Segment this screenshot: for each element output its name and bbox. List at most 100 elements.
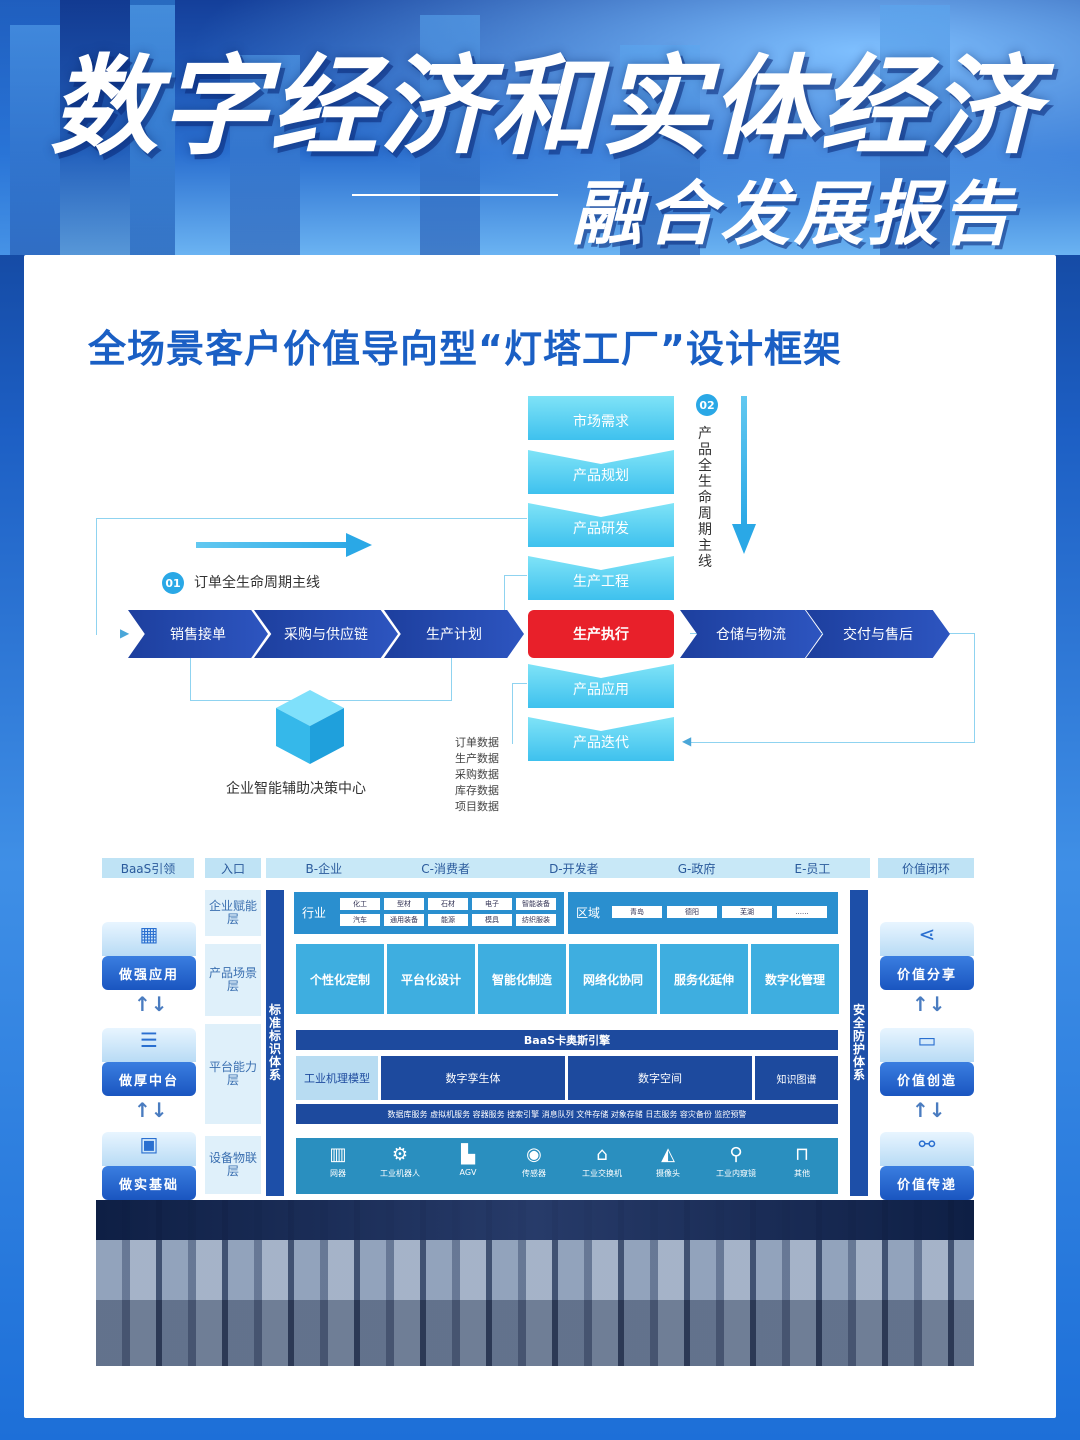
region-item: 青岛 — [612, 906, 662, 918]
endoscope-icon: ⚲ — [729, 1144, 743, 1165]
industry-item: 石材 — [428, 898, 468, 910]
share-icon: ⋖ — [880, 922, 974, 956]
arrow-left-icon: ◀ — [682, 734, 692, 748]
device-label: 网器 — [330, 1169, 346, 1178]
region-label: 区域 — [576, 906, 601, 920]
agv-icon: ▙ — [461, 1144, 475, 1165]
connector-line — [504, 575, 527, 634]
region-item: ...... — [777, 906, 827, 918]
industry-item: 纺织服装 — [516, 914, 556, 926]
order-arrow-head-icon — [346, 533, 372, 557]
device-label: 传感器 — [522, 1169, 546, 1178]
switch-icon: ⌂ — [596, 1144, 608, 1165]
value-create-button: 价值创造 — [880, 1062, 974, 1096]
baas-header: BaaS引领 — [102, 858, 194, 878]
industry-item: 模具 — [472, 914, 512, 926]
data-list: 订单数据 生产数据 采购数据 库存数据 项目数据 — [455, 735, 499, 815]
product-badge: 02 — [696, 394, 718, 416]
data-item: 生产数据 — [455, 752, 499, 765]
device-sensor: ◉传感器 — [492, 1142, 576, 1190]
devices-panel — [296, 1138, 838, 1194]
entry-item: G-政府 — [677, 861, 716, 876]
platform-cell: 工业机理模型 — [296, 1056, 378, 1100]
main-subtitle: 融合发展报告 — [572, 173, 1016, 255]
scenario-cell: 服务化延伸 — [660, 944, 748, 1014]
device-label: 工业机器人 — [380, 1169, 420, 1178]
device-robot: ⚙ 工业机器人 — [358, 1142, 442, 1190]
stage-product-application: 产品应用 — [528, 664, 674, 708]
standard-system-bar: 标准标识体系 — [266, 890, 284, 1196]
entry-item: D-开发者 — [549, 861, 599, 876]
value-share-button: 价值分享 — [880, 956, 974, 990]
building-shape — [10, 25, 60, 255]
apps-grid-icon: ▦ — [102, 922, 196, 956]
building-shape — [620, 45, 700, 255]
industry-item: 智能装备 — [516, 898, 556, 910]
cube-icon — [276, 690, 344, 764]
section-title: 全场景客户价值导向型“灯塔工厂”设计框架 — [88, 327, 842, 371]
scenario-cell: 个性化定制 — [296, 944, 384, 1014]
entry-item: E-员工 — [794, 861, 831, 876]
layer-enterprise: 企业赋能层 — [205, 890, 261, 936]
chevron-procurement: 采购与供应链 — [254, 610, 398, 658]
solidify-foundation-button: 做实基础 — [102, 1166, 196, 1200]
main-title: 数字经济和实体经济 — [49, 45, 1040, 170]
device-label: 工业内窥镜 — [716, 1169, 756, 1178]
factory-photo-top — [96, 1200, 974, 1240]
data-item: 项目数据 — [455, 800, 499, 813]
header-banner — [0, 0, 1080, 255]
title-divider — [352, 194, 558, 196]
strengthen-apps-button: 做强应用 — [102, 956, 196, 990]
industry-item: 通用装备 — [384, 914, 424, 926]
standard-system-label: 标准标识体系 — [268, 1003, 281, 1082]
device-label: 摄像头 — [656, 1169, 680, 1178]
scenario-cell: 平台化设计 — [387, 944, 475, 1014]
device-switch: ⌂ 工业交换机 — [560, 1142, 644, 1190]
device-label: 工业交换机 — [582, 1169, 622, 1178]
entry-header: 入口 — [205, 858, 261, 878]
camera-icon: ◭ — [661, 1144, 675, 1165]
layer-iot: 设备物联层 — [205, 1136, 261, 1194]
baas-engine-bar: BaaS卡奥斯引擎 — [296, 1030, 838, 1050]
data-item: 采购数据 — [455, 768, 499, 781]
region-item: 德阳 — [667, 906, 717, 918]
value-loop-header: 价值闭环 — [878, 858, 974, 878]
services-bar: 数据库服务 虚拟机服务 容器服务 搜索引擎 消息队列 文件存储 对象存储 日志服… — [296, 1104, 838, 1124]
data-item: 订单数据 — [455, 736, 499, 749]
industry-item: 化工 — [340, 898, 380, 910]
entry-item: B-企业 — [305, 861, 343, 876]
robot-arm-icon: ⚙ — [391, 1144, 409, 1165]
thicken-platform-button: 做厚中台 — [102, 1062, 196, 1096]
building-shape — [880, 5, 950, 255]
industry-item: 能源 — [428, 914, 468, 926]
entry-bar: B-企业 C-消费者 D-开发者 G-政府 E-员工 — [266, 858, 870, 878]
device-camera: ◭ 摄像头 — [626, 1142, 710, 1190]
chevron-production-plan: 生产计划 — [384, 610, 524, 658]
router-icon: ▥ — [329, 1144, 347, 1165]
monitor-icon: ▭ — [880, 1028, 974, 1062]
updown-arrow-icon: ↑↓ — [912, 1098, 946, 1122]
industry-item: 型材 — [384, 898, 424, 910]
platform-cell: 知识图谱 — [755, 1056, 838, 1100]
connector-line — [96, 518, 527, 635]
arrow-right-icon: ▶ — [120, 626, 130, 640]
updown-arrow-icon: ↑↓ — [134, 1098, 168, 1122]
updown-arrow-icon: ↑↓ — [912, 992, 946, 1016]
product-label: 产品全生命周期主线 — [698, 426, 712, 570]
device-agv: ▙ AGV — [426, 1142, 510, 1190]
building-shape — [420, 15, 480, 255]
layer-platform: 平台能力层 — [205, 1024, 261, 1124]
chevron-sales-order: 销售接单 — [128, 610, 268, 658]
device-label: AGV — [459, 1168, 477, 1177]
data-item: 库存数据 — [455, 784, 499, 797]
industry-item: 电子 — [472, 898, 512, 910]
stage-market-demand: 市场需求 — [528, 396, 674, 440]
device-label: 其他 — [794, 1169, 810, 1178]
product-arrow-line — [741, 396, 747, 526]
platform-cell: 数字孪生体 — [381, 1056, 565, 1100]
building-shape — [230, 55, 300, 255]
layer-scenario: 产品场景层 — [205, 944, 261, 1016]
device-other: ⊓其他 — [760, 1142, 844, 1190]
chevron-warehouse-logistics: 仓储与物流 — [680, 610, 822, 658]
order-label: 订单全生命周期主线 — [194, 575, 320, 591]
